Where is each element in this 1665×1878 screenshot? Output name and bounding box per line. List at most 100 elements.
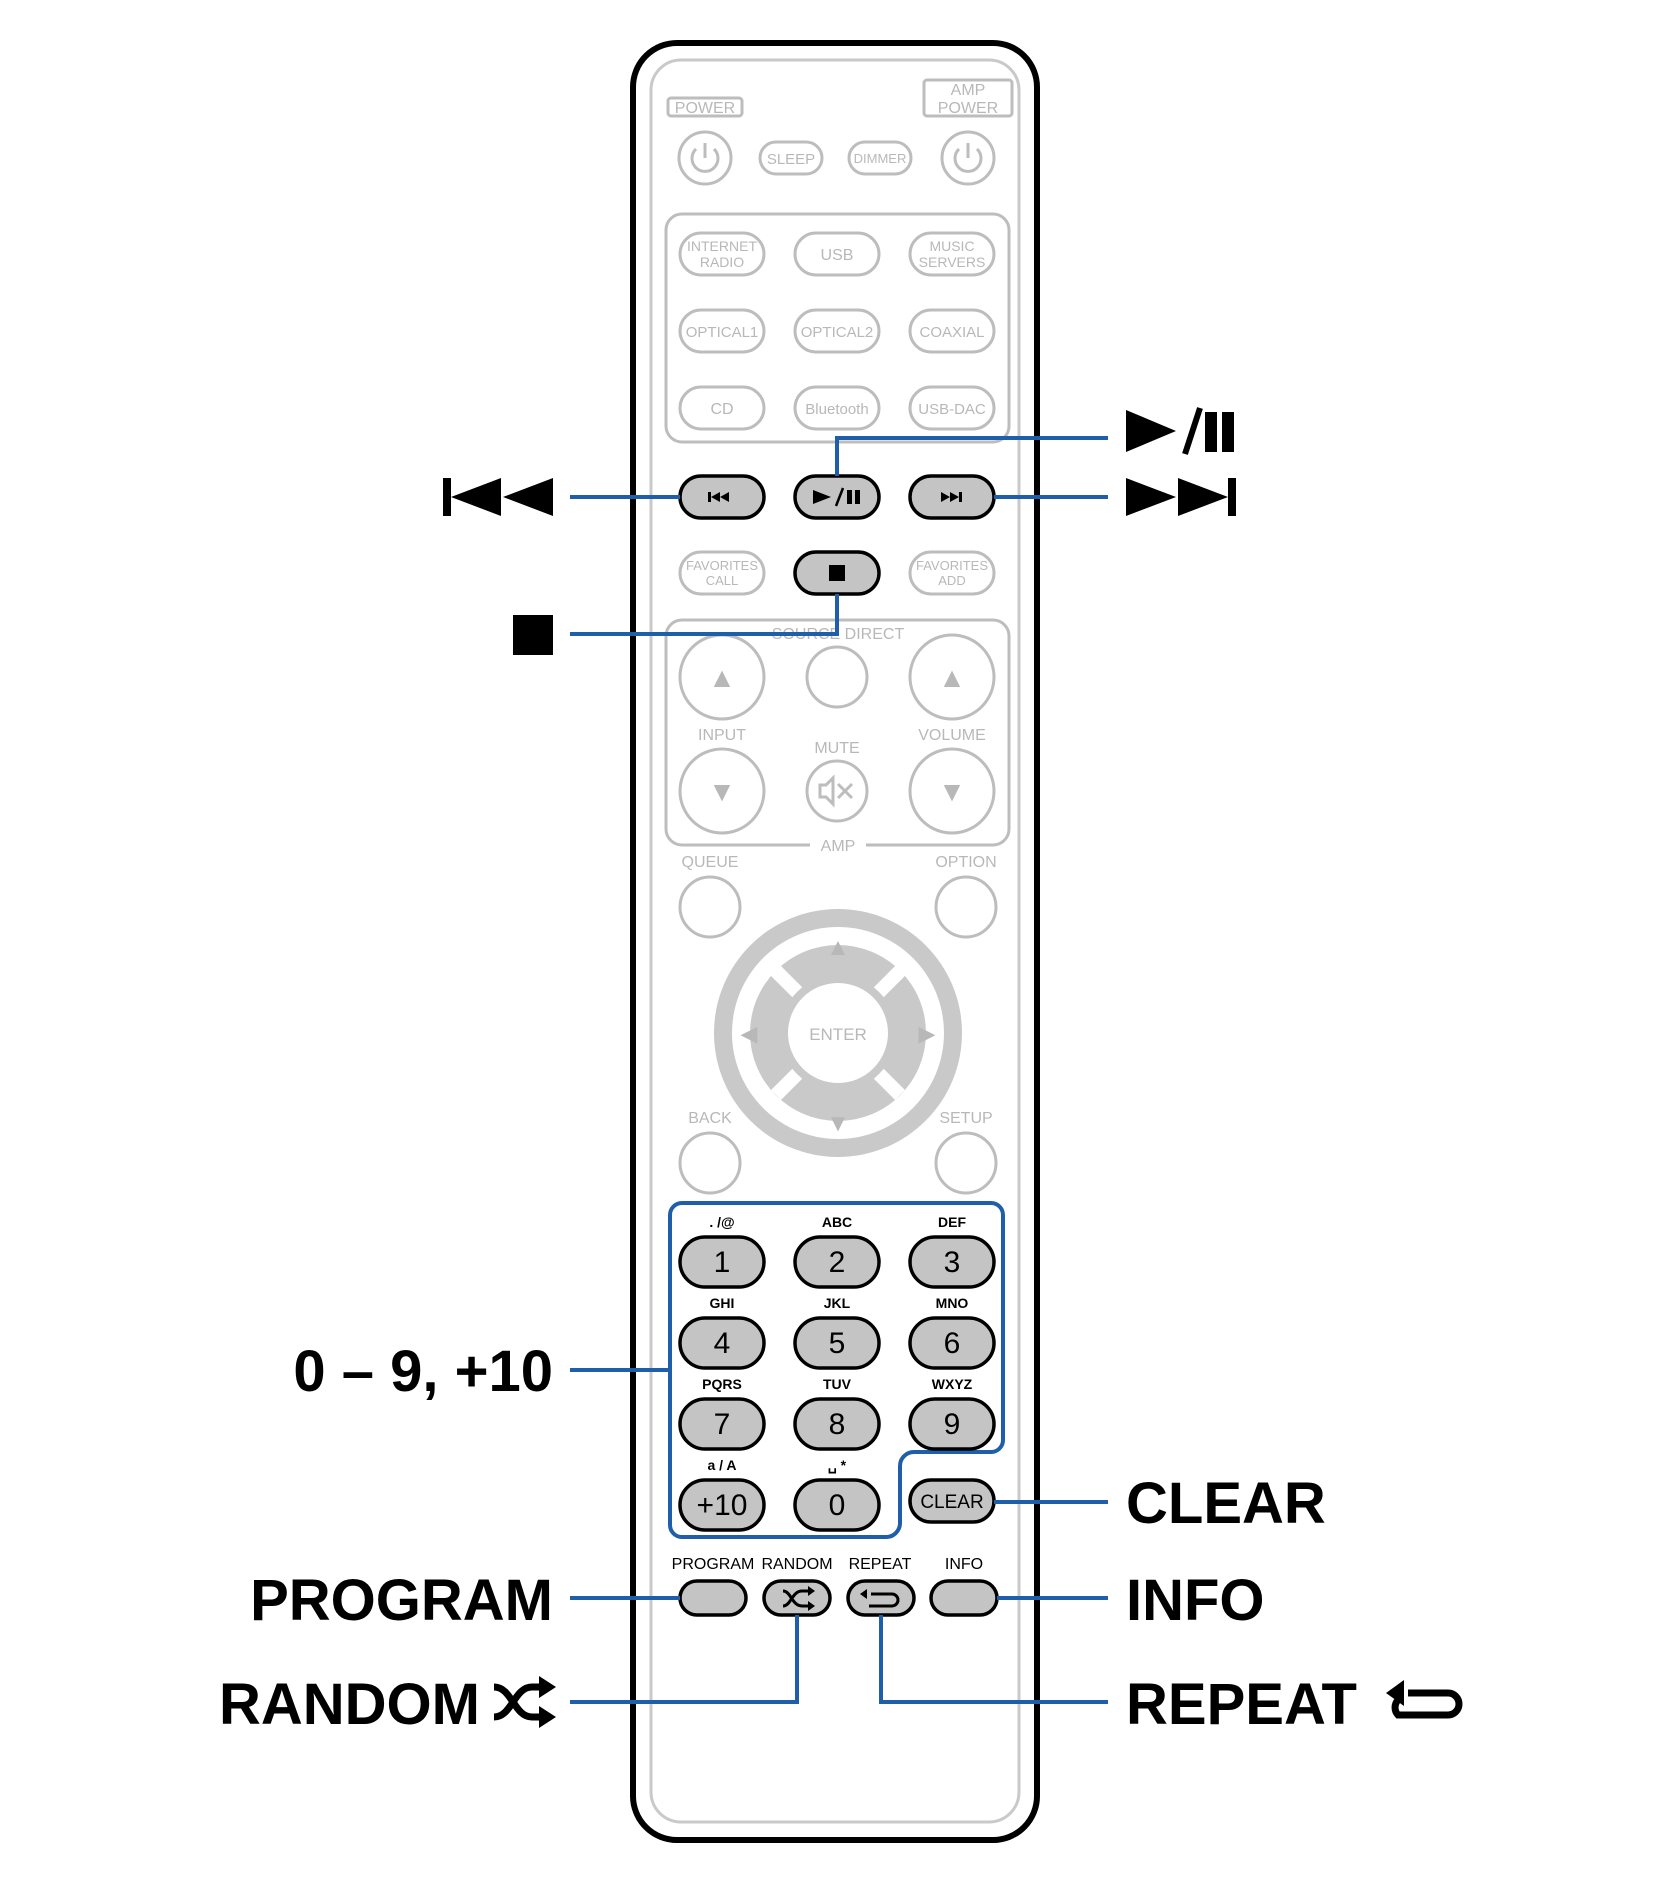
shuffle-icon [493, 1676, 556, 1728]
previous-callout [443, 478, 553, 516]
source-direct-button[interactable] [805, 645, 869, 709]
repeat-icon [860, 1589, 900, 1608]
optical1-button[interactable]: OPTICAL1 [678, 308, 766, 354]
svg-text:CD: CD [710, 401, 733, 418]
input-down-button[interactable]: ▼ [678, 747, 766, 835]
nav-left-icon[interactable]: ◀ [741, 1021, 758, 1046]
up-arrow-icon: ▲ [938, 662, 966, 693]
keypad-key-1[interactable]: . /@1 [678, 1214, 766, 1289]
back-button[interactable] [678, 1131, 742, 1195]
option-button[interactable] [934, 875, 998, 939]
program-label: PROGRAM [672, 1556, 755, 1573]
nav-right-icon[interactable]: ▶ [919, 1021, 936, 1046]
keypad-key-letters: MNO [936, 1295, 969, 1311]
svg-text:SERVERS: SERVERS [919, 254, 986, 270]
next-button[interactable] [908, 474, 996, 520]
keypad-key-number: 9 [944, 1408, 961, 1441]
bluetooth-button[interactable]: Bluetooth [793, 385, 881, 431]
power-button[interactable] [677, 130, 733, 186]
power-icon [690, 143, 720, 173]
sleep-button[interactable]: SLEEP [758, 140, 824, 176]
stop-button[interactable] [793, 550, 881, 596]
repeat-button[interactable] [846, 1579, 916, 1617]
play-pause-button[interactable] [793, 474, 881, 520]
stop-icon [829, 565, 845, 581]
svg-text:SLEEP: SLEEP [767, 151, 815, 168]
setup-label: SETUP [939, 1110, 992, 1127]
program-button[interactable] [678, 1579, 748, 1617]
leader-lines [570, 436, 1108, 1704]
program-callout: PROGRAM [250, 1568, 553, 1633]
back-label: BACK [688, 1110, 732, 1127]
random-button[interactable] [762, 1579, 832, 1617]
usb-dac-button[interactable]: USB-DAC [908, 385, 996, 431]
power-icon [953, 143, 983, 173]
mute-icon [818, 774, 854, 808]
svg-text:CALL: CALL [706, 573, 739, 588]
keypad-key-number: 4 [714, 1327, 731, 1360]
keypad-key-4[interactable]: GHI 4 [678, 1295, 766, 1370]
amp-power-label-1: AMP [951, 82, 986, 99]
enter-button[interactable]: ENTER [809, 1025, 867, 1044]
queue-button[interactable] [678, 875, 742, 939]
amp-power-button[interactable] [940, 130, 996, 186]
digits-callout: 0 – 9, +10 [293, 1339, 553, 1404]
info-button[interactable] [929, 1579, 999, 1617]
svg-text:ADD: ADD [938, 573, 965, 588]
usb-button[interactable]: USB [793, 231, 881, 277]
keypad-key-number: 2 [829, 1246, 846, 1279]
cursor-pad[interactable] [714, 909, 962, 1157]
nav-down-icon[interactable]: ▼ [826, 1110, 850, 1137]
amp-label: AMP [821, 838, 856, 855]
keypad-key-number: 1 [714, 1246, 731, 1279]
clear-button[interactable]: CLEAR [908, 1478, 996, 1524]
keypad-key-plus10[interactable]: a / A+10 [678, 1457, 766, 1532]
volume-down-button[interactable]: ▼ [908, 747, 996, 835]
keypad-key-9[interactable]: WXYZ 9 [908, 1376, 996, 1451]
svg-text:USB: USB [821, 247, 854, 264]
keypad-key-0[interactable]: ␣ *0 [793, 1457, 881, 1532]
optical2-button[interactable]: OPTICAL2 [793, 308, 881, 354]
down-arrow-icon: ▼ [938, 776, 966, 807]
previous-icon [708, 492, 729, 502]
input-label: INPUT [698, 727, 746, 744]
volume-up-button[interactable]: ▲ [908, 633, 996, 721]
svg-text:OPTICAL2: OPTICAL2 [801, 324, 874, 341]
keypad-key-letters: TUV [823, 1376, 852, 1392]
keypad-key-number: 5 [829, 1327, 846, 1360]
svg-text:MUSIC: MUSIC [929, 238, 974, 254]
next-icon [941, 492, 962, 502]
queue-label: QUEUE [682, 854, 739, 871]
favorites-add-button[interactable]: FAVORITES ADD [908, 550, 996, 596]
mute-button[interactable] [805, 759, 869, 823]
play-pause-callout [1126, 407, 1234, 455]
nav-up-icon[interactable]: ▲ [826, 934, 850, 961]
keypad-key-number: 7 [714, 1408, 731, 1441]
previous-button[interactable] [678, 474, 766, 520]
info-label: INFO [945, 1556, 983, 1573]
internet-radio-button[interactable]: INTERNET RADIO [678, 231, 766, 277]
favorites-call-button[interactable]: FAVORITES CALL [678, 550, 766, 596]
dimmer-button[interactable]: DIMMER [847, 140, 913, 176]
music-servers-button[interactable]: MUSIC SERVERS [908, 231, 996, 277]
coaxial-button[interactable]: COAXIAL [908, 308, 996, 354]
svg-text:FAVORITES: FAVORITES [686, 558, 758, 573]
amp-power-label-box [922, 78, 1014, 118]
svg-text:CLEAR: CLEAR [920, 1492, 983, 1513]
keypad-highlight [668, 1201, 1005, 1539]
repeat-callout: REPEAT [1126, 1672, 1357, 1737]
keypad-key-letters: GHI [710, 1295, 735, 1311]
play-pause-icon [813, 487, 860, 507]
cd-button[interactable]: CD [678, 385, 766, 431]
setup-button[interactable] [934, 1131, 998, 1195]
keypad-key-number: +10 [697, 1489, 748, 1522]
keypad-key-letters: WXYZ [932, 1376, 973, 1392]
random-callout: RANDOM [219, 1672, 480, 1737]
